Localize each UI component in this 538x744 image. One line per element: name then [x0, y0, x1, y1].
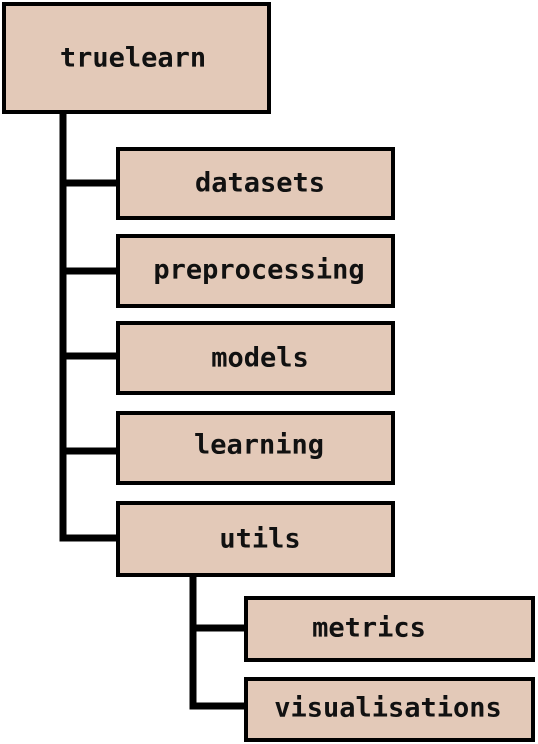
- node-datasets: datasets: [116, 147, 395, 220]
- node-box: [116, 501, 395, 577]
- node-learning: learning: [116, 411, 395, 485]
- tree-connectors: [59, 110, 250, 710]
- node-label: datasets: [195, 168, 325, 199]
- node-label: metrics: [312, 613, 426, 644]
- node-label: truelearn: [60, 43, 206, 74]
- node-models: models: [116, 321, 395, 395]
- node-box: [116, 234, 395, 308]
- node-preprocessing: preprocessing: [116, 234, 395, 308]
- node-label: preprocessing: [153, 255, 364, 286]
- node-label: learning: [194, 430, 324, 461]
- node-label: visualisations: [274, 693, 502, 724]
- node-metrics: metrics: [244, 596, 535, 662]
- node-utils: utils: [116, 501, 395, 577]
- node-visualisations: visualisations: [244, 677, 535, 742]
- node-box: [2, 2, 271, 114]
- node-box: [244, 596, 535, 662]
- node-label: models: [211, 343, 309, 374]
- node-box: [116, 147, 395, 220]
- node-label: utils: [219, 524, 300, 555]
- node-box: [116, 321, 395, 395]
- node-truelearn: truelearn: [2, 2, 271, 114]
- node-box: [244, 677, 535, 742]
- node-box: [116, 411, 395, 485]
